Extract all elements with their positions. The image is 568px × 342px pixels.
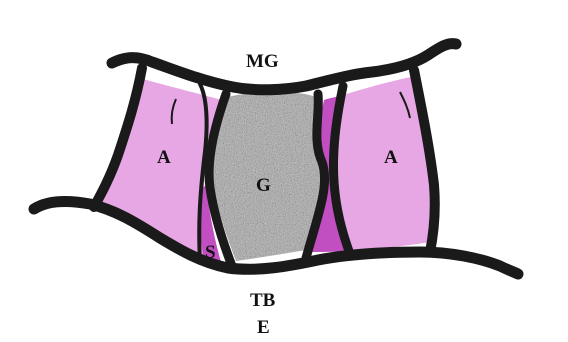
label-a-right: A: [384, 147, 398, 168]
label-mg: MG: [246, 51, 279, 72]
label-s: S: [205, 242, 216, 263]
label-e: E: [257, 317, 270, 338]
label-tb: TB: [250, 290, 276, 311]
label-g: G: [256, 175, 271, 196]
label-a-left: A: [157, 147, 171, 168]
